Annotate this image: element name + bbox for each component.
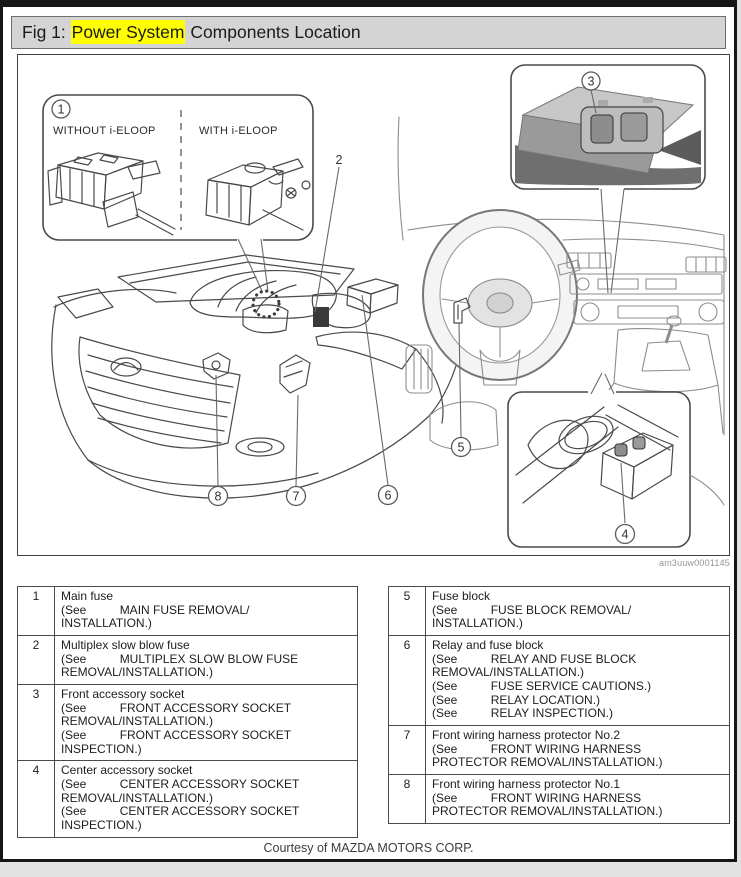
item-number: 6 [388,635,426,727]
svg-text:1: 1 [58,103,65,117]
callout-7: 7 [285,394,307,507]
item-number: 1 [17,585,55,637]
callout-4: 4 [614,523,636,545]
fusebox-without-ieloop [47,152,176,236]
item-number: 5 [388,585,426,637]
svg-text:5: 5 [458,441,465,455]
figure-title-prefix: Fig 1: [22,22,71,42]
figure-title-suffix: Components Location [185,22,361,42]
svg-text:7: 7 [293,490,300,504]
item-number: 2 [17,635,55,686]
fog-light [235,437,285,457]
harness-protector-no2-part [279,354,311,394]
svg-text:4: 4 [622,528,629,542]
courtesy-note: Courtesy of MAZDA MOTORS CORP. [263,841,474,855]
steering-wheel [422,209,581,381]
callout-8: 8 [207,374,229,507]
relay-fuse-block-part [346,278,399,314]
svg-text:8: 8 [215,490,222,504]
item-number: 7 [388,725,426,776]
figure-title-highlight: Power System [70,20,186,44]
callout-1: 1 [51,99,71,119]
item-description: Front accessory socket(See FRONT ACCESSO… [54,684,358,762]
document-card: Fig 1: Power System Components Location [0,0,737,862]
fuse-block-part [453,297,471,324]
item-number: 8 [388,774,426,825]
item-number: 3 [17,684,55,762]
callout-3: 3 [581,71,601,91]
svg-text:3: 3 [588,75,595,89]
svg-text:6: 6 [385,489,392,503]
callout-5: 5 [450,322,472,458]
dashboard-illustration [397,116,727,451]
inset-front-accessory-socket: 3 [510,64,706,294]
inset-center-accessory-socket: 4 [507,372,725,548]
inset-fusebox-variants: 1 WITHOUT i-ELOOP WITH i-ELOOP [42,94,314,292]
svg-text:2: 2 [336,153,343,167]
engine-bay-illustration [51,254,465,499]
figure-watermark: am3uuw0001145 [659,558,730,568]
item-description: Relay and fuse block(See RELAY AND FUSE … [425,635,730,727]
mazda-emblem [110,357,142,377]
connector-part [313,307,329,327]
harness-protector-no1-part [202,352,231,380]
cup-holder [558,415,614,455]
figure-title-bar: Fig 1: Power System Components Location [11,16,726,49]
item-number: 4 [17,760,55,838]
item-description: Front wiring harness protector No.1(See … [425,774,730,825]
callout-2: 2 [314,153,343,313]
with-ieloop-label: WITH i-ELOOP [199,125,278,137]
item-description: Multiplex slow blow fuse(See MULTIPLEX S… [54,635,358,686]
item-description: Front wiring harness protector No.2(See … [425,725,730,776]
fusebox-with-ieloop [205,158,311,231]
item-description: Fuse block(See FUSE BLOCK REMOVAL/INSTAL… [425,585,730,637]
center-socket-unit [600,432,674,500]
figure-diagram: 1 WITHOUT i-ELOOP WITH i-ELOOP [17,54,730,556]
item-description: Center accessory socket(See CENTER ACCES… [54,760,358,838]
audio-unit [569,273,723,295]
components-location-illustration: 1 WITHOUT i-ELOOP WITH i-ELOOP [42,64,727,548]
climate-panel [573,299,725,325]
item-description: Main fuse(See MAIN FUSE REMOVAL/INSTALLA… [54,585,358,637]
callout-6: 6 [361,294,399,506]
main-fuse-dotted-target [251,289,281,319]
without-ieloop-label: WITHOUT i-ELOOP [53,125,156,137]
